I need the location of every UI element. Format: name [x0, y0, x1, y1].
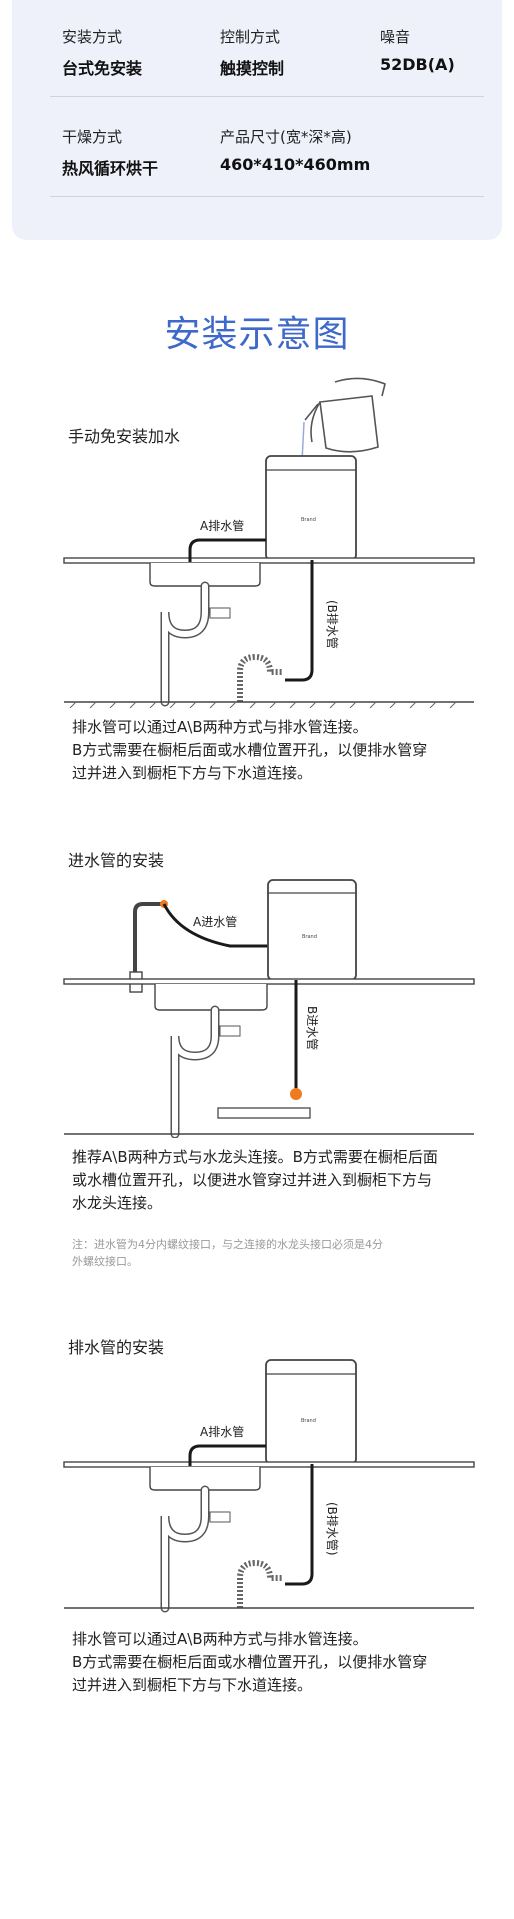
spec-divider: [50, 196, 484, 197]
spec-dry: 干燥方式 热风循环烘干: [62, 126, 158, 179]
faucet-icon: [133, 902, 162, 974]
hose-a: [188, 538, 266, 562]
note-line: 注：进水管为4分内螺纹接口，与之连接的水龙头接口必须是4分: [72, 1238, 383, 1251]
section-3-desc: 排水管可以通过A\B两种方式与排水管连接。 B方式需要在橱柜后面或水槽位置开孔，…: [72, 1628, 482, 1697]
inlet-hose-a: [162, 903, 268, 948]
spec-row-1: 安装方式 台式免安装 控制方式 触摸控制 噪音 52DB(A): [50, 18, 484, 94]
desc-line: 过并进入到橱柜下方与下水道连接。: [72, 1676, 313, 1694]
desc-line: B方式需要在橱柜后面或水槽位置开孔，以便排水管穿: [72, 1653, 428, 1671]
desc-line: 或水槽位置开孔，以便进水管穿过并进入到橱柜下方与: [72, 1171, 433, 1189]
spec-size: 产品尺寸(宽*深*高) 460*410*460mm: [220, 126, 370, 174]
label-b-inlet: B进水管: [305, 1006, 320, 1050]
countertop: [63, 1461, 475, 1468]
drain-hose-diagram: Brand A排水管 (B排水管): [63, 1359, 475, 1613]
desc-line: 排水管可以通过A\B两种方式与排水管连接。: [72, 718, 368, 736]
spec-label: 干燥方式: [62, 128, 123, 146]
spec-label: 产品尺寸(宽*深*高): [220, 128, 352, 146]
svg-text:Brand: Brand: [302, 934, 317, 940]
desc-line: B方式需要在橱柜后面或水槽位置开孔，以便排水管穿: [72, 741, 428, 759]
spec-label: 安装方式: [62, 28, 123, 46]
label-a-inlet: A进水管: [193, 914, 237, 929]
section-2-desc: 推荐A\B两种方式与水龙头连接。B方式需要在橱柜后面 或水槽位置开孔，以便进水管…: [72, 1146, 482, 1215]
section-2-note: 注：进水管为4分内螺纹接口，与之连接的水龙头接口必须是4分 外螺纹接口。: [72, 1236, 472, 1270]
label-a-drain: A排水管: [200, 1424, 244, 1439]
floor-drain: [237, 1559, 282, 1608]
section-3-title: 排水管的安装: [68, 1338, 165, 1357]
drain-trap: [160, 1485, 210, 1613]
section-1-title: 手动免安装加水: [68, 427, 181, 446]
spec-divider: [50, 96, 484, 97]
spec-value: 52DB(A): [380, 55, 455, 74]
svg-text:Brand: Brand: [301, 1418, 316, 1424]
spec-noise: 噪音 52DB(A): [380, 26, 455, 74]
angle-valve: [217, 1107, 311, 1119]
label-b-drain: (B排水管): [325, 1502, 340, 1556]
desc-line: 水龙头连接。: [72, 1194, 163, 1212]
hose-a: [188, 1444, 266, 1466]
spec-card: 安装方式 台式免安装 控制方式 触摸控制 噪音 52DB(A) 干燥方式 热风循…: [12, 0, 502, 240]
drain-trap: [170, 1005, 220, 1138]
svg-text:Brand: Brand: [301, 517, 316, 523]
spec-value: 触摸控制: [220, 59, 285, 78]
countertop: [63, 557, 475, 564]
hose-b: [285, 560, 314, 682]
spec-label: 控制方式: [220, 28, 281, 46]
spec-control: 控制方式 触摸控制: [220, 26, 284, 79]
dishwasher-unit: [267, 879, 357, 981]
dishwasher-unit: [265, 1359, 357, 1465]
drain-trap: [160, 581, 210, 707]
label-a-drain: A排水管: [200, 518, 244, 533]
spec-label: 噪音: [380, 28, 411, 46]
sink-basin: [154, 984, 268, 1011]
spec-value: 台式免安装: [62, 59, 143, 78]
desc-line: 过并进入到橱柜下方与下水道连接。: [72, 764, 313, 782]
page-title: 安装示意图: [164, 314, 350, 355]
dishwasher-unit: [265, 455, 357, 561]
label-b-drain: (B排水管: [325, 600, 340, 649]
inlet-hose-diagram: A进水管 Brand B进水管: [63, 879, 475, 1138]
floor-drain: [237, 653, 282, 702]
note-line: 外螺纹接口。: [72, 1255, 138, 1268]
spec-install: 安装方式 台式免安装: [62, 26, 142, 79]
spec-value: 热风循环烘干: [62, 159, 159, 178]
hose-b: [285, 1464, 314, 1586]
section-1-desc: 排水管可以通过A\B两种方式与排水管连接。 B方式需要在橱柜后面或水槽位置开孔，…: [72, 716, 482, 785]
kettle-icon: [304, 377, 386, 453]
spec-row-2: 干燥方式 热风循环烘干 产品尺寸(宽*深*高) 460*410*460mm: [50, 118, 484, 194]
countertop: [63, 978, 475, 985]
desc-line: 排水管可以通过A\B两种方式与排水管连接。: [72, 1630, 368, 1648]
section-2-title: 进水管的安装: [68, 851, 165, 870]
desc-line: 推荐A\B两种方式与水龙头连接。B方式需要在橱柜后面: [72, 1148, 438, 1166]
drain-free-install-diagram: Brand A排水管 (B排水管: [63, 377, 475, 708]
spec-value: 460*410*460mm: [220, 155, 371, 174]
